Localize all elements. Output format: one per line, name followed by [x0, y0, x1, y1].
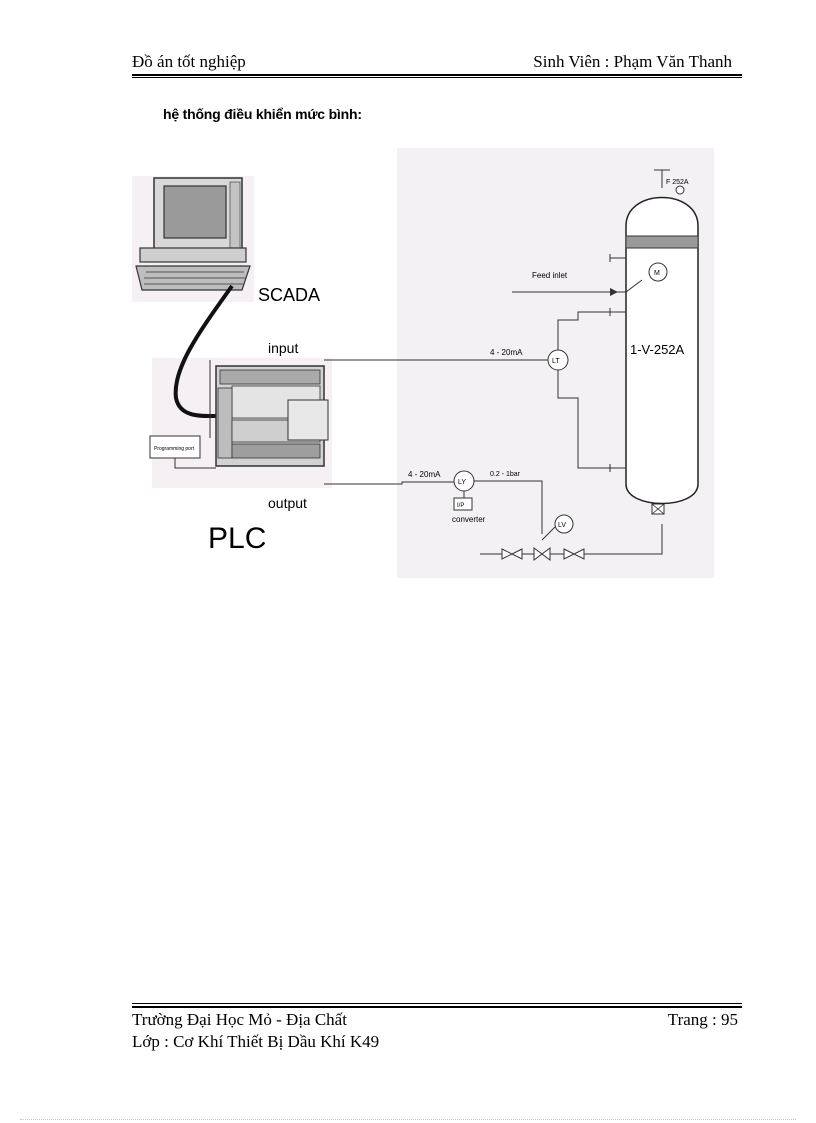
page-header: Đồ án tốt nghiệp Sinh Viên : Phạm Văn Th…	[132, 52, 742, 74]
gate-valve-2b	[572, 548, 585, 560]
footer-class-name: Lớp : Cơ Khí Thiết Bị Dầu Khí K49	[132, 1032, 380, 1051]
footer-school-name: Trường Đại Học Mỏ - Địa Chất	[132, 1010, 347, 1029]
page-bottom-border	[20, 1119, 796, 1120]
gate-valve-2	[563, 548, 576, 560]
feed-inlet-arrow	[610, 288, 618, 296]
pneumatic-line	[474, 480, 543, 534]
output-signal-line	[324, 481, 454, 485]
header-divider	[132, 74, 742, 76]
programming-port-label: Programming port	[154, 446, 195, 452]
feed-inlet-deflector	[625, 279, 643, 293]
header-document-type: Đồ án tốt nghiệp	[132, 52, 246, 71]
ip-box	[453, 497, 473, 511]
lt-tap-top	[557, 311, 612, 350]
scada-label: SCADA	[258, 285, 320, 305]
computer-icon	[135, 177, 251, 291]
pressure-label: 0.2 - 1bar	[490, 471, 521, 478]
plc-icon	[215, 365, 329, 467]
feed-inlet-label: Feed inlet	[532, 271, 568, 280]
lv-label: LV	[558, 522, 566, 529]
top-tag-label: F 252A	[666, 179, 689, 186]
converter-label: converter	[452, 515, 486, 524]
footer-page-number: Trang : 95	[667, 1010, 738, 1029]
programming-port-wire	[174, 458, 216, 469]
plc-label: PLC	[208, 522, 266, 555]
output-label: output	[268, 495, 307, 511]
scada-plc-cable	[173, 284, 234, 419]
header-divider-thin	[132, 77, 742, 78]
lv-valve-actuator	[554, 514, 574, 534]
vessel-tag-label: 1-V-252A	[630, 342, 685, 357]
top-relief-icon	[675, 185, 685, 195]
input-label: input	[268, 340, 298, 356]
lv-stem	[541, 526, 556, 541]
lt-tap-bottom	[557, 370, 612, 469]
footer-divider-thin	[132, 1003, 742, 1004]
gate-valve-1b	[510, 548, 523, 560]
input-signal-label: 4 - 20mA	[490, 348, 523, 357]
lt-label: LT	[552, 358, 560, 365]
bottom-outlet-x2	[651, 503, 665, 515]
mixer-icon	[648, 262, 668, 282]
output-signal-label: 4 - 20mA	[408, 470, 441, 479]
ly-label: LY	[458, 479, 466, 486]
section-title: hệ thống điều khiển mức bình:	[163, 106, 362, 122]
control-valve	[533, 547, 543, 561]
control-system-diagram: SCADA input output PLC Programming port …	[132, 148, 714, 578]
vessel	[625, 196, 699, 505]
gate-valve-1	[501, 548, 514, 560]
mixer-label: M	[654, 270, 660, 277]
footer-divider	[132, 1006, 742, 1008]
ip-label: I/P	[457, 503, 464, 509]
header-student-name: Sinh Viên : Phạm Văn Thanh	[533, 52, 732, 71]
control-valve-b	[541, 547, 551, 561]
